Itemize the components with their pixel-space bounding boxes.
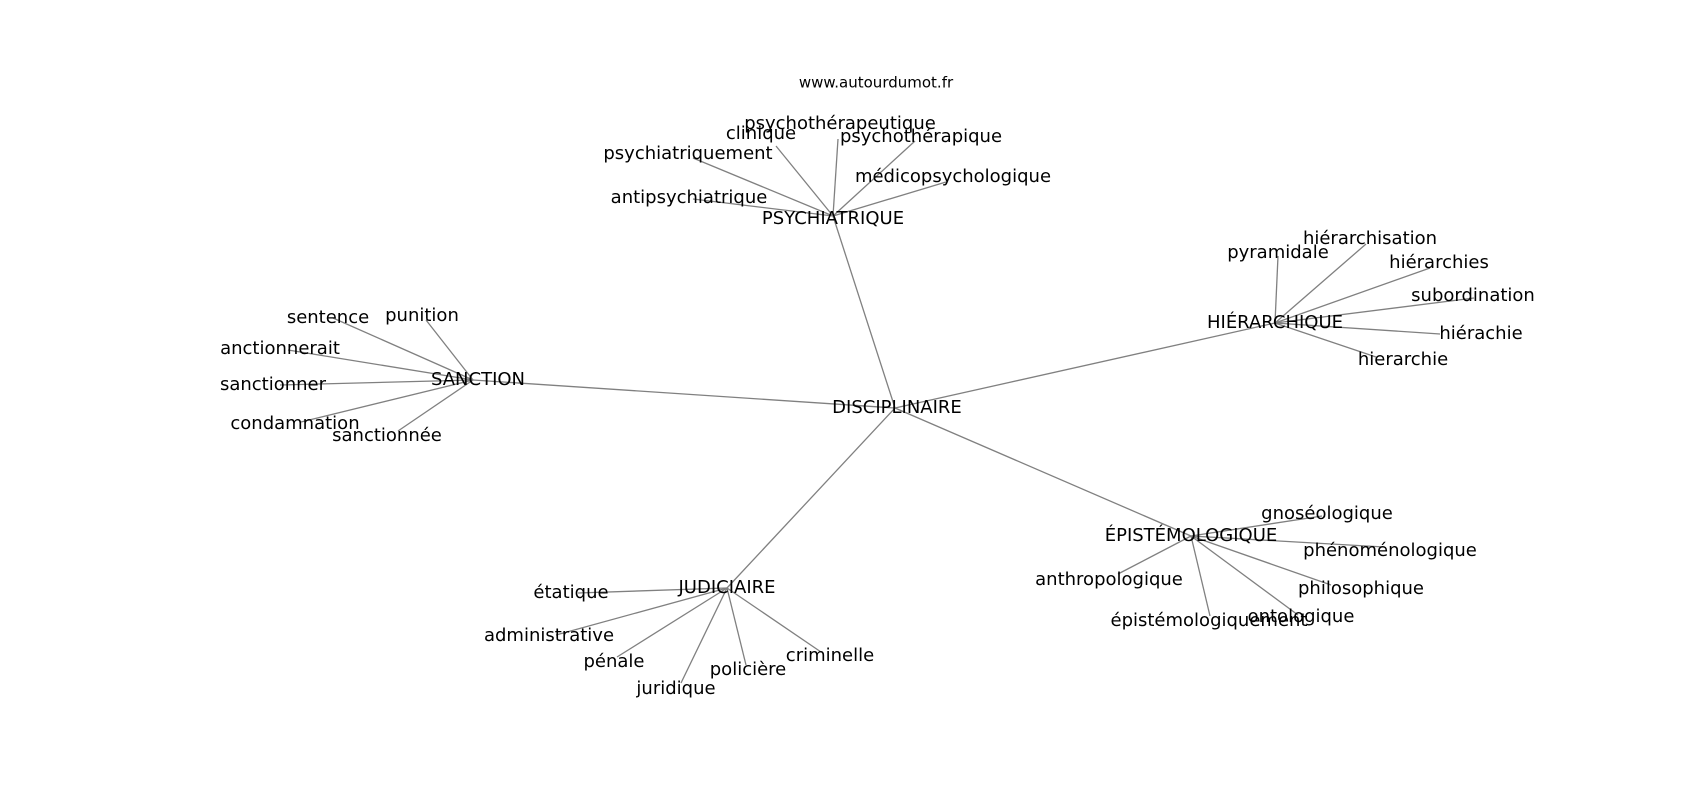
edge-hierarchique-hierachie: [1274, 322, 1441, 335]
node-leaf-ontologique[interactable]: ontologique: [1248, 606, 1355, 627]
edge-psychiatrique-medicopsychologique: [832, 181, 947, 217]
edge-judiciaire-criminelle: [726, 587, 822, 653]
node-leaf-phenomenologique[interactable]: phénoménologique: [1303, 540, 1477, 561]
edge-sanction-sentence: [332, 317, 474, 381]
edge-sanction-condamnation: [300, 379, 474, 423]
website-watermark[interactable]: www.autourdumot.fr: [799, 74, 954, 92]
node-hub-hierarchique[interactable]: HIÉRARCHIQUE: [1207, 311, 1343, 333]
edge-epistemologique-philosophique: [1190, 535, 1332, 586]
edge-sanction-sanctionnee: [397, 379, 474, 432]
edge-hierarchique-pyramidale: [1274, 255, 1279, 324]
edge-epistemologique-gnoseologique: [1190, 515, 1323, 537]
node-leaf-hierarchies[interactable]: hiérarchies: [1389, 252, 1489, 273]
node-leaf-policiere[interactable]: policière: [710, 659, 787, 680]
edge-center-psychiatrique: [832, 215, 896, 409]
node-leaf-penale[interactable]: pénale: [583, 651, 644, 672]
node-leaf-etatique[interactable]: étatique: [533, 582, 608, 603]
edge-hierarchique-hierarchie: [1274, 322, 1377, 358]
node-leaf-antipsychiatrique[interactable]: antipsychiatrique: [611, 187, 768, 208]
node-leaf-psychiatriquement[interactable]: psychiatriquement: [603, 143, 772, 164]
node-leaf-psychotherapique[interactable]: psychothérapique: [840, 126, 1002, 147]
edge-psychiatrique-psychotherapeutique: [832, 138, 839, 217]
edge-sanction-punition: [425, 319, 474, 381]
node-center-disciplinaire[interactable]: DISCIPLINAIRE: [832, 397, 962, 418]
edge-center-judiciaire: [726, 407, 896, 589]
edge-psychiatrique-psychotherapique: [832, 140, 916, 217]
edge-sanction-sanctionner: [279, 379, 474, 386]
edge-psychiatrique-psychiatriquement: [692, 157, 834, 217]
node-leaf-criminelle[interactable]: criminelle: [786, 645, 874, 666]
edge-hierarchique-subordination: [1274, 297, 1475, 324]
node-leaf-sentence[interactable]: sentence: [287, 307, 369, 328]
graph-edges: [279, 138, 1475, 684]
edge-judiciaire-etatique: [577, 587, 728, 594]
node-leaf-gnoseologique[interactable]: gnoséologique: [1261, 503, 1393, 524]
edge-epistemologique-epistemologiquement: [1190, 535, 1211, 617]
node-leaf-psychotherapeutique[interactable]: psychothérapeutique: [744, 113, 936, 134]
node-leaf-epistemologiquement[interactable]: épistémologiquement: [1111, 610, 1308, 631]
node-leaf-clinique[interactable]: clinique: [726, 123, 796, 144]
edge-psychiatrique-clinique: [775, 145, 834, 217]
node-hub-judiciaire[interactable]: JUDICIAIRE: [677, 577, 775, 598]
edge-center-epistemologique: [894, 407, 1192, 537]
node-leaf-hierarchie[interactable]: hierarchie: [1358, 349, 1448, 370]
node-leaf-sanctionnee[interactable]: sanctionnée: [332, 425, 442, 446]
node-leaf-hierachie[interactable]: hiérachie: [1439, 323, 1522, 344]
edge-psychiatrique-antipsychiatrique: [692, 198, 834, 217]
node-hub-epistemologique[interactable]: ÉPISTÉMOLOGIQUE: [1105, 524, 1278, 546]
edge-epistemologique-phenomenologique: [1190, 535, 1385, 548]
graph-labels: www.autourdumot.fr DISCIPLINAIRE PSYCHIAT…: [220, 74, 1535, 700]
node-leaf-subordination[interactable]: subordination: [1411, 285, 1535, 306]
edge-epistemologique-ontologique: [1190, 535, 1299, 616]
edge-hierarchique-hierarchies: [1274, 267, 1431, 324]
node-leaf-juridique[interactable]: juridique: [635, 678, 715, 699]
node-hub-sanction[interactable]: SANCTION: [431, 369, 525, 390]
node-leaf-punition[interactable]: punition: [385, 305, 459, 326]
edge-judiciaire-policiere: [726, 587, 747, 666]
node-hub-psychiatrique[interactable]: PSYCHIATRIQUE: [762, 208, 904, 229]
edge-judiciaire-penale: [616, 587, 728, 658]
node-leaf-anthropologique[interactable]: anthropologique: [1035, 569, 1183, 590]
node-leaf-philosophique[interactable]: philosophique: [1298, 578, 1424, 599]
edge-hierarchique-hierarchisation: [1274, 243, 1367, 324]
node-leaf-sanctionner[interactable]: sanctionner: [220, 374, 327, 395]
node-leaf-anctionnerait[interactable]: anctionnerait: [220, 338, 340, 359]
node-leaf-condamnation[interactable]: condamnation: [230, 413, 359, 434]
edge-center-hierarchique: [894, 322, 1276, 409]
node-leaf-administrative[interactable]: administrative: [484, 625, 614, 646]
edge-sanction-anctionnerait: [287, 349, 474, 381]
node-leaf-medicopsychologique[interactable]: médicopsychologique: [855, 166, 1051, 187]
edge-epistemologique-anthropologique: [1117, 535, 1192, 575]
edge-judiciaire-juridique: [680, 587, 728, 684]
node-leaf-hierarchisation[interactable]: hiérarchisation: [1303, 228, 1437, 249]
node-leaf-pyramidale[interactable]: pyramidale: [1227, 242, 1329, 263]
edge-center-sanction: [472, 379, 896, 409]
edge-judiciaire-administrative: [555, 587, 728, 636]
